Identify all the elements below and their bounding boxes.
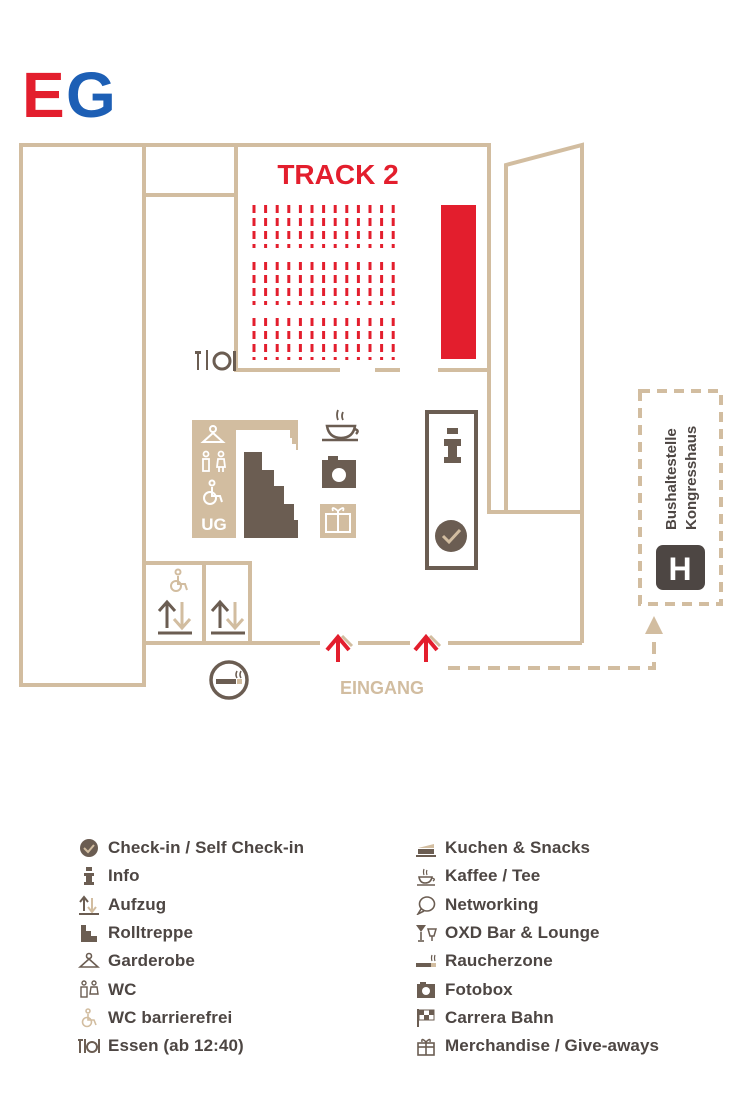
info-checkin-counter — [425, 410, 478, 570]
wheelchair-icon — [78, 1007, 100, 1029]
cigarette-icon — [209, 660, 249, 700]
cake-icon — [415, 837, 437, 859]
elevator-icon — [78, 894, 100, 916]
legend-item-wardrobe: Garderobe — [78, 947, 304, 975]
legend-label: WC — [108, 979, 137, 999]
floor-label-e: E — [22, 59, 65, 131]
entrance-arrow-left — [325, 633, 354, 662]
path-to-bus-stop — [448, 618, 656, 670]
legend-item-wc: WC — [78, 975, 304, 1003]
legend-item-elevator: Aufzug — [78, 891, 304, 919]
checkmark-icon — [78, 837, 100, 859]
legend-item-bar: OXD Bar & Lounge — [415, 919, 659, 947]
entrance-label: EINGANG — [340, 678, 424, 698]
wc-icon — [202, 450, 227, 472]
legend-item-wc-accessible: WC barrierefrei — [78, 1004, 304, 1032]
hanger-icon — [200, 425, 226, 443]
walls — [19, 142, 584, 687]
legend-item-cake: Kuchen & Snacks — [415, 834, 659, 862]
elevator-icon — [157, 599, 192, 635]
legend-label: Kaffee / Tee — [445, 866, 541, 886]
legend-label: Info — [108, 866, 140, 886]
legend-label: Check-in / Self Check-in — [108, 838, 305, 858]
info-icon — [78, 865, 100, 887]
checkered-flag-icon — [415, 1007, 437, 1029]
legend-label: Merchandise / Give-aways — [445, 1036, 660, 1056]
legend-item-checkin: Check-in / Self Check-in — [78, 834, 304, 862]
legend-item-carrera: Carrera Bahn — [415, 1004, 659, 1032]
food-icon — [195, 350, 236, 371]
bus-stop-label-line1: Bushaltestelle — [663, 428, 680, 530]
legend-label: Raucherzone — [445, 951, 553, 971]
bus-stop-label-line2: Kongresshaus — [683, 426, 700, 530]
gift-icon — [320, 504, 356, 538]
legend-label: OXD Bar & Lounge — [445, 923, 600, 943]
elevator-box — [142, 561, 252, 645]
hall-label: TRACK 2 — [277, 159, 398, 190]
legend-label: Garderobe — [108, 951, 195, 971]
basement-label: UG — [201, 515, 227, 534]
camera-icon — [415, 979, 437, 1001]
seating-rows — [252, 205, 395, 360]
bus-stop-sign-letter: H — [668, 551, 691, 587]
floor-plan: E G TRACK 2 — [19, 59, 723, 700]
basement-stairs-block: UG — [192, 420, 298, 538]
wc-icon — [78, 979, 100, 1001]
legend-column-right: Kuchen & Snacks Kaffee / Tee Networking … — [415, 834, 659, 1060]
legend-item-coffee: Kaffee / Tee — [415, 862, 659, 890]
bus-stop: Bushaltestelle Kongresshaus H — [638, 389, 723, 606]
floor-label: E G — [22, 59, 116, 131]
legend-item-info: Info — [78, 862, 304, 890]
floor-label-g: G — [66, 59, 116, 131]
elevator-icons — [157, 568, 245, 635]
legend-item-merch: Merchandise / Give-aways — [415, 1032, 659, 1060]
legend-label: Networking — [445, 894, 539, 914]
legend-label: Fotobox — [445, 979, 513, 999]
food-icon — [78, 1035, 100, 1057]
coffee-icon — [322, 409, 359, 442]
legend-item-escalator: Rolltreppe — [78, 919, 304, 947]
checkmark-icon — [435, 520, 467, 552]
legend-item-photobox: Fotobox — [415, 975, 659, 1003]
legend-label: Kuchen & Snacks — [445, 838, 591, 858]
legend-label: Aufzug — [108, 894, 167, 914]
legend-label: WC barrierefrei — [108, 1007, 233, 1027]
escalator-icon — [78, 922, 100, 944]
speech-bubble-icon — [415, 894, 437, 916]
cigarette-icon — [415, 950, 437, 972]
elevator-icon — [210, 599, 245, 635]
legend-label: Rolltreppe — [108, 923, 194, 943]
legend-item-networking: Networking — [415, 891, 659, 919]
arrow-up-icon — [645, 616, 663, 634]
bus-stop-sign — [656, 545, 705, 590]
left-building-wall — [19, 143, 146, 687]
wheelchair-icon — [203, 479, 223, 505]
legend-item-smoking: Raucherzone — [415, 947, 659, 975]
gift-icon — [415, 1035, 437, 1057]
camera-icon — [322, 456, 356, 488]
cocktail-icon — [415, 922, 437, 944]
coffee-icon — [415, 865, 437, 887]
stage — [441, 205, 476, 359]
legend-column-left: Check-in / Self Check-in Info Aufzug Rol… — [78, 834, 304, 1060]
info-icon — [444, 428, 461, 463]
legend: Check-in / Self Check-in Info Aufzug Rol… — [0, 834, 750, 1074]
legend-label: Carrera Bahn — [445, 1007, 554, 1027]
wheelchair-icon — [170, 568, 188, 592]
legend-item-food: Essen (ab 12:40) — [78, 1032, 304, 1060]
hanger-icon — [78, 950, 100, 972]
legend-label: Essen (ab 12:40) — [108, 1036, 244, 1056]
entrance-arrow-right — [413, 633, 442, 662]
